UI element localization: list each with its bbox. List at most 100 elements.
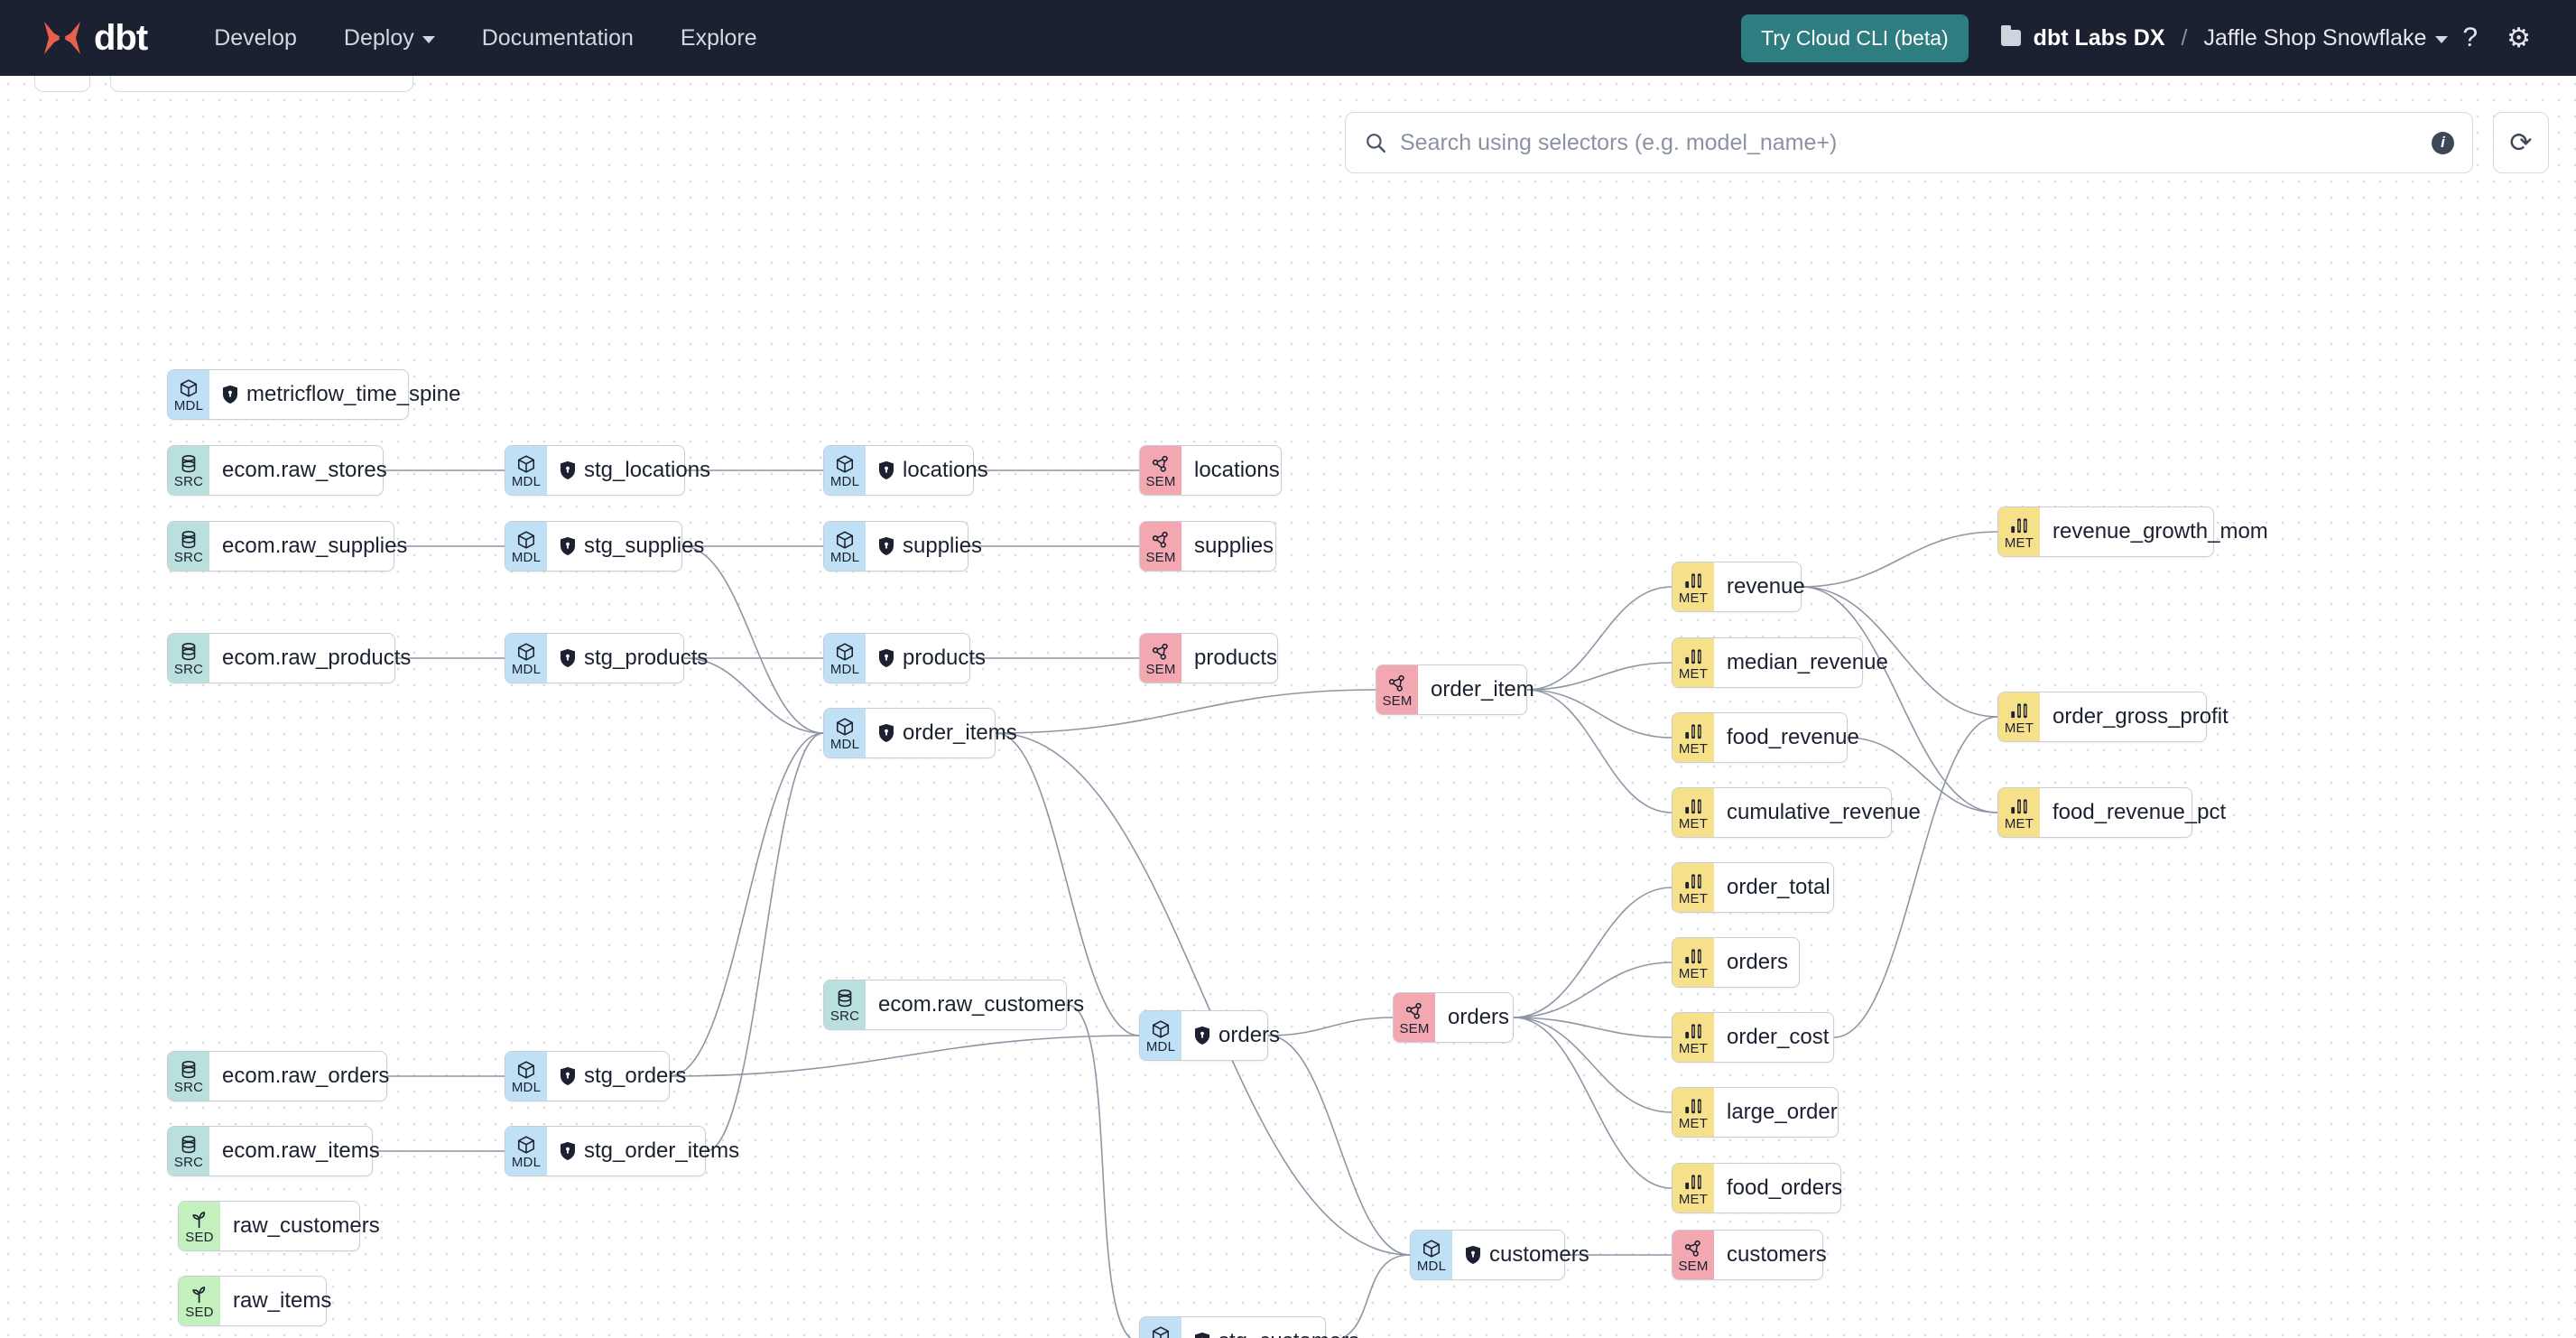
graph-node-order-items[interactable]: MDL order_items — [823, 708, 1017, 758]
try-cloud-cli-button[interactable]: Try Cloud CLI (beta) — [1741, 14, 1969, 62]
node-name-text: customers — [1727, 1242, 1827, 1267]
search-bar[interactable]: i — [1345, 112, 2473, 173]
node-label: stg_customers — [1181, 1317, 1376, 1338]
graph-node-sem-supplies[interactable]: SEM supplies — [1139, 521, 1276, 571]
graph-node-met-order-cost[interactable]: MET order_cost — [1672, 1012, 1834, 1063]
node-label: customers — [1714, 1231, 1843, 1279]
node-type-badge-met: MET — [1673, 863, 1714, 912]
nav-link-develop[interactable]: Develop — [190, 16, 320, 60]
graph-node-sem-orders[interactable]: SEM orders — [1393, 992, 1514, 1043]
graph-node-stg-supplies[interactable]: MDL stg_supplies — [505, 521, 704, 571]
gear-icon[interactable]: ⚙ — [2507, 23, 2531, 53]
node-label: orders — [1714, 938, 1804, 987]
graph-node-raw-customers[interactable]: SED raw_customers — [178, 1201, 380, 1251]
node-label: ecom.raw_stores — [209, 446, 403, 495]
graph-node-stg-order-items[interactable]: MDL stg_order_items — [505, 1126, 739, 1176]
nav-link-explore-label: Explore — [680, 24, 757, 51]
bar-chart-icon — [1685, 1023, 1701, 1038]
node-name-text: raw_items — [233, 1288, 332, 1313]
graph-node-ecom-raw-products[interactable]: SRC ecom.raw_products — [167, 633, 411, 683]
lineage-graph-canvas[interactable]: MDL metricflow_time_spine SRC ecom.raw_s… — [0, 76, 2576, 1338]
search-input[interactable] — [1400, 129, 2419, 156]
graph-node-met-revenue[interactable]: MET revenue — [1672, 562, 1805, 612]
graph-node-met-order-gross-profit[interactable]: MET order_gross_profit — [1997, 692, 2229, 742]
node-label: ecom.raw_supplies — [209, 522, 423, 571]
nav-link-explore[interactable]: Explore — [657, 16, 781, 60]
node-type-badge-mdl: MDL — [1140, 1011, 1181, 1060]
search-info-icon[interactable]: i — [2432, 131, 2454, 154]
graph-node-met-order-total[interactable]: MET order_total — [1672, 862, 1834, 913]
node-name-text: customers — [1489, 1242, 1589, 1267]
graph-node-raw-items[interactable]: SED raw_items — [178, 1276, 331, 1326]
help-icon[interactable]: ? — [2462, 23, 2479, 52]
graph-node-stg-products[interactable]: MDL stg_products — [505, 633, 708, 683]
node-type-badge-met: MET — [1673, 1013, 1714, 1062]
breadcrumb-environment[interactable]: Jaffle Shop Snowflake — [2203, 25, 2449, 51]
refresh-graph-button[interactable]: ⟳ — [2493, 112, 2549, 173]
breadcrumb-account[interactable]: dbt Labs DX — [2033, 24, 2165, 51]
graph-node-ecom-raw-stores[interactable]: SRC ecom.raw_stores — [167, 445, 387, 496]
database-icon — [181, 530, 196, 548]
lineage-edge — [1513, 1017, 1673, 1113]
graph-node-met-orders[interactable]: MET orders — [1672, 937, 1800, 988]
lineage-edge — [705, 732, 824, 1152]
graph-node-met-food-orders[interactable]: MET food_orders — [1672, 1163, 1842, 1213]
contract-shield-icon — [561, 1066, 575, 1085]
node-type-badge-mdl: MDL — [824, 709, 866, 757]
graph-node-orders[interactable]: MDL orders — [1139, 1010, 1280, 1061]
node-type-badge-met: MET — [1673, 713, 1714, 762]
graph-node-customers[interactable]: MDL customers — [1410, 1230, 1589, 1280]
graph-node-ecom-raw-customers[interactable]: SRC ecom.raw_customers — [823, 980, 1084, 1030]
graph-node-products[interactable]: MDL products — [823, 633, 986, 683]
node-name-text: ecom.raw_items — [222, 1138, 380, 1163]
node-type-badge-src: SRC — [168, 634, 209, 683]
node-type-badge-mdl: MDL — [505, 522, 547, 571]
graph-node-ecom-raw-items[interactable]: SRC ecom.raw_items — [167, 1126, 380, 1176]
graph-node-stg-locations[interactable]: MDL stg_locations — [505, 445, 710, 496]
chevron-down-icon — [2435, 36, 2449, 43]
node-label: stg_orders — [547, 1052, 702, 1101]
dbt-logo[interactable]: dbt — [25, 18, 148, 58]
node-label: metricflow_time_spine — [209, 370, 477, 419]
graph-node-ecom-raw-supplies[interactable]: SRC ecom.raw_supplies — [167, 521, 407, 571]
main-nav-links: Develop Deploy Documentation Explore — [190, 16, 780, 60]
graph-node-supplies[interactable]: MDL supplies — [823, 521, 982, 571]
node-name-text: revenue — [1727, 574, 1805, 599]
graph-node-sem-customers[interactable]: SEM customers — [1672, 1230, 1827, 1280]
bar-chart-icon — [1685, 948, 1701, 963]
node-name-text: orders — [1219, 1023, 1281, 1047]
nav-link-documentation[interactable]: Documentation — [459, 16, 657, 60]
breadcrumb: dbt Labs DX / Jaffle Shop Snowflake — [2000, 24, 2449, 51]
graph-node-met-median-revenue[interactable]: MET median_revenue — [1672, 637, 1888, 688]
nav-link-deploy[interactable]: Deploy — [320, 16, 459, 60]
graph-node-met-large-order[interactable]: MET large_order — [1672, 1087, 1839, 1138]
node-name-text: ecom.raw_orders — [222, 1064, 390, 1088]
graph-node-sem-order-item[interactable]: SEM order_item — [1376, 664, 1534, 715]
graph-node-met-food-revenue-pct[interactable]: MET food_revenue_pct — [1997, 787, 2226, 838]
node-type-badge-mdl: MDL — [824, 522, 866, 571]
node-label: ecom.raw_orders — [209, 1052, 405, 1101]
contract-shield-icon — [561, 536, 575, 555]
node-label: products — [866, 634, 1002, 683]
contract-shield-icon — [561, 1141, 575, 1160]
node-label: ecom.raw_items — [209, 1127, 396, 1175]
graph-node-met-revenue-growth-mom[interactable]: MET revenue_growth_mom — [1997, 506, 2268, 557]
graph-node-stg-customers[interactable]: MDL stg_customers — [1139, 1316, 1359, 1338]
graph-node-met-cumulative-revenue[interactable]: MET cumulative_revenue — [1672, 787, 1921, 838]
node-label: stg_supplies — [547, 522, 720, 571]
graph-node-ecom-raw-orders[interactable]: SRC ecom.raw_orders — [167, 1051, 389, 1101]
node-label: order_total — [1714, 863, 1847, 912]
top-navigation-bar: dbt Develop Deploy Documentation Explore… — [0, 0, 2576, 76]
graph-node-sem-locations[interactable]: SEM locations — [1139, 445, 1282, 496]
node-name-text: stg_customers — [1219, 1329, 1359, 1338]
node-name-text: products — [903, 646, 987, 670]
node-name-text: ecom.raw_products — [222, 646, 412, 670]
graph-node-locations[interactable]: MDL locations — [823, 445, 988, 496]
node-type-badge-sem: SEM — [1673, 1231, 1714, 1279]
graph-node-stg-orders[interactable]: MDL stg_orders — [505, 1051, 686, 1101]
graph-node-met-food-revenue[interactable]: MET food_revenue — [1672, 712, 1859, 763]
graph-node-sem-products[interactable]: SEM products — [1139, 633, 1278, 683]
graph-node-metricflow-time-spine[interactable]: MDL metricflow_time_spine — [167, 369, 460, 420]
node-name-text: stg_order_items — [584, 1138, 740, 1163]
node-name-text: ecom.raw_customers — [878, 992, 1085, 1017]
